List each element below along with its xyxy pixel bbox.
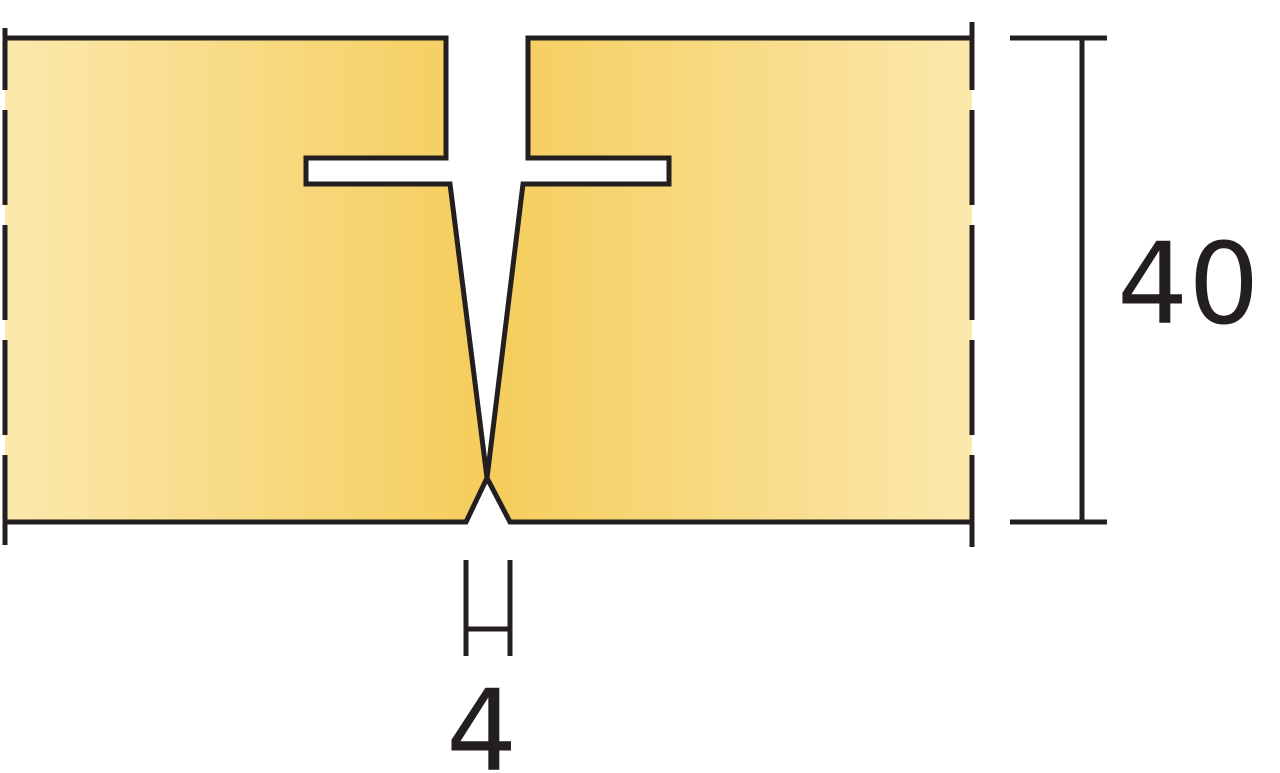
gap-dimension (463, 560, 513, 656)
left-panel-outline (5, 35, 490, 525)
right-panel-outline (484, 35, 972, 525)
gap-dimension-label: 4 (446, 667, 517, 773)
left-panel (5, 38, 487, 522)
right-panel (487, 38, 972, 522)
height-dimension-label: 40 (1117, 220, 1260, 350)
height-dimension (1010, 35, 1107, 525)
